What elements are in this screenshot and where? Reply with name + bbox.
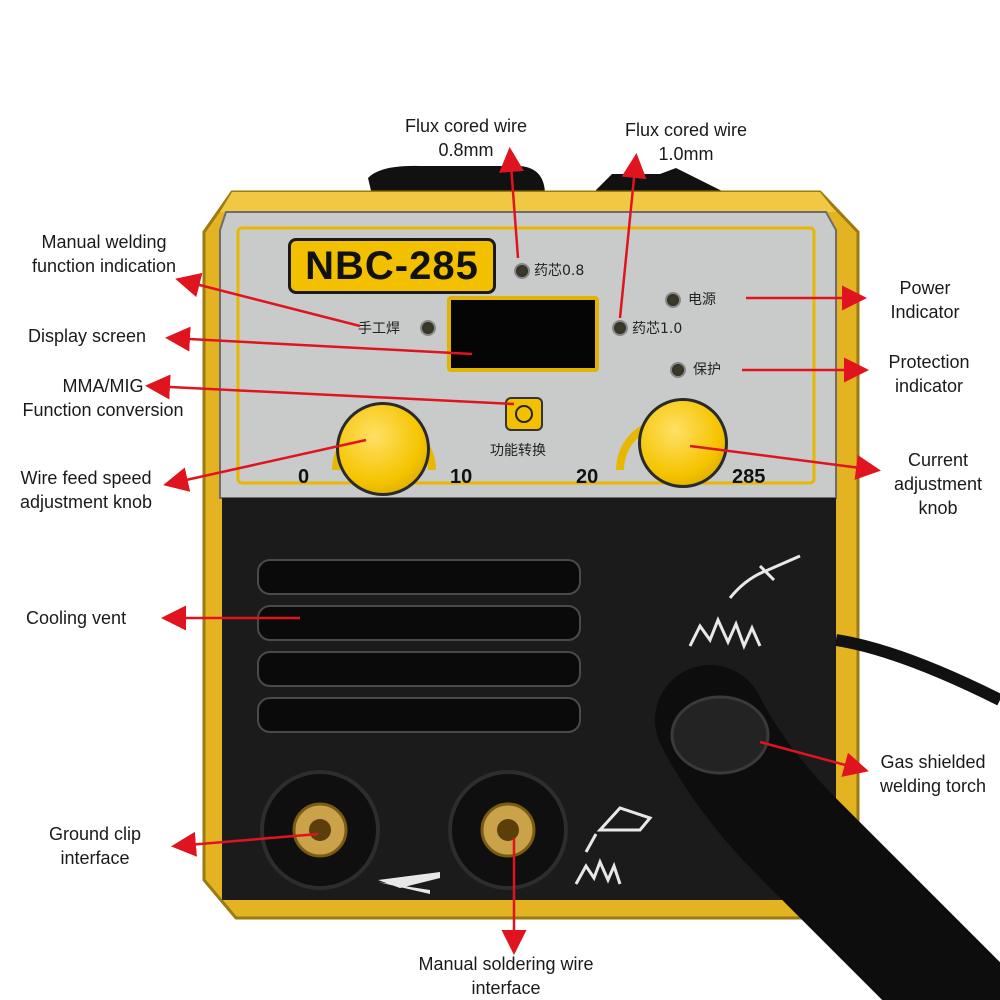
manual-weld-indicator <box>420 320 436 336</box>
current-dial-min: 20 <box>576 466 599 488</box>
arrow-display <box>165 326 473 356</box>
model-badge: NBC-285 <box>288 238 496 294</box>
power-label: 电源 <box>688 292 716 308</box>
flux-1.0-indicator <box>612 320 628 336</box>
function-label: 功能转换 <box>490 443 546 459</box>
callout-protection: Protection indicator <box>888 352 970 396</box>
flux-0.8-indicator <box>514 263 530 279</box>
switch-icon <box>515 405 533 423</box>
display-screen <box>447 296 599 372</box>
protection-indicator <box>670 362 686 378</box>
flux-0.8-label: 药芯0.8 <box>534 263 585 279</box>
arrow-ground <box>171 831 319 857</box>
callout-ground: Ground clip interface <box>48 824 142 868</box>
mig-symbol <box>688 554 801 651</box>
callout-gas-torch: Gas shielded welding torch <box>879 752 987 796</box>
callout-flux-08: Flux cored wire 0.8mm <box>404 116 528 160</box>
callout-manual-wire: Manual soldering wire interface <box>418 954 594 998</box>
arrow-flux-08 <box>499 147 524 259</box>
power-indicator <box>665 292 681 308</box>
flux-1.0-label: 药芯1.0 <box>632 321 683 337</box>
arrow-mma-mig <box>145 374 515 406</box>
callout-manual-welding: Manual welding function indication <box>31 232 177 276</box>
carry-handle <box>368 165 545 195</box>
callout-mma-mig: MMA/MIG Function conversion <box>22 376 184 420</box>
callout-power: Power Indicator <box>890 278 960 322</box>
callout-flux-10: Flux cored wire 1.0mm <box>624 120 748 164</box>
wire-dial-min: 0 <box>298 466 310 488</box>
callout-wire-feed: Wire feed speed adjustment knob <box>19 468 153 512</box>
wire-feed-knob[interactable] <box>336 402 430 496</box>
ground-symbol <box>378 872 440 894</box>
protection-label: 保护 <box>693 362 721 378</box>
arrow-gas-torch <box>759 740 869 777</box>
current-dial-max: 285 <box>732 466 766 488</box>
power-cable <box>835 634 1000 706</box>
cooling-vent <box>257 559 581 733</box>
arrow-current <box>689 444 881 480</box>
wire-dial-max: 10 <box>450 466 473 488</box>
electrode-connector <box>448 770 568 890</box>
callout-cooling: Cooling vent <box>26 608 127 628</box>
arrow-manual <box>175 272 361 328</box>
manual-weld-label: 手工焊 <box>358 321 400 337</box>
arrow-wire-feed <box>163 438 367 492</box>
arrow-flux-10 <box>618 153 647 319</box>
current-knob[interactable] <box>638 398 728 488</box>
callout-current: Current adjustment knob <box>893 450 983 518</box>
callout-display: Display screen <box>28 326 147 346</box>
stick-weld-symbol <box>574 806 653 885</box>
